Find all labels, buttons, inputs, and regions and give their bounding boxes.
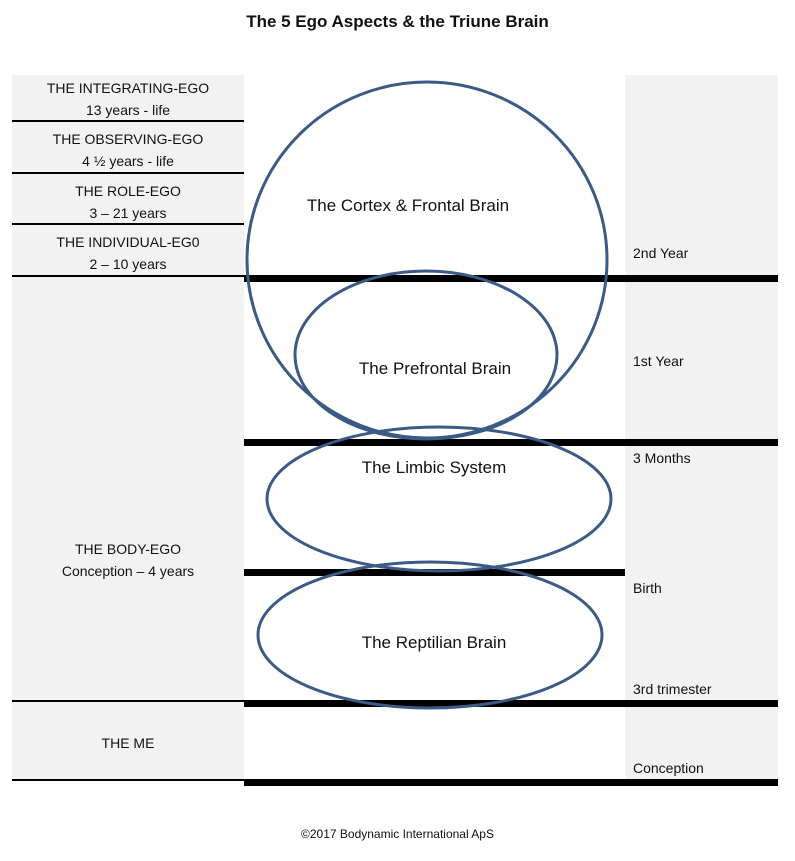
ego-age: 13 years - life [85,102,171,118]
ego-name: THE ME [101,735,155,751]
divider [12,172,244,174]
divider [12,275,244,277]
ego-me: THE ME [12,732,244,754]
divider [12,223,244,225]
ego-name: THE ROLE-EGO [75,183,181,199]
ego-age: Conception – 4 years [61,563,195,579]
cortex-ellipse [245,80,609,440]
ego-individual: THE INDIVIDUAL-EG0 2 – 10 years [12,231,244,275]
divider [12,779,244,781]
timeline-column [625,75,778,781]
ego-body: THE BODY-EGO Conception – 4 years [12,538,244,582]
ego-name: THE OBSERVING-EGO [52,131,204,147]
limbic-label: The Limbic System [361,458,507,477]
reptilian-label: The Reptilian Brain [361,633,507,652]
ego-age: 4 ½ years - life [82,153,174,169]
ego-name: THE INDIVIDUAL-EG0 [56,234,200,250]
timeline-birth: Birth [633,580,662,596]
cortex-label: The Cortex & Frontal Brain [306,196,510,215]
ego-name: THE INTEGRATING-EGO [46,80,210,96]
ego-integrating: THE INTEGRATING-EGO 13 years - life [12,77,244,121]
timeline-3-months: 3 Months [633,450,691,466]
boundary-line-3-months [244,439,778,446]
timeline-conception: Conception [633,760,704,776]
limbic-ellipse [265,425,613,573]
diagram-title: The 5 Ego Aspects & the Triune Brain [246,12,549,31]
ego-role: THE ROLE-EGO 3 – 21 years [12,180,244,224]
boundary-line-birth [244,569,625,576]
boundary-line-2nd-year [244,275,778,282]
prefrontal-ellipse [293,269,559,441]
ego-observing: THE OBSERVING-EGO 4 ½ years - life [12,128,244,172]
ego-age: 2 – 10 years [89,256,167,272]
divider [12,700,244,702]
boundary-line-conception [244,779,778,786]
ego-age: 3 – 21 years [89,205,167,221]
divider [12,120,244,122]
copyright-text: ©2017 Bodynamic International ApS [301,827,494,841]
timeline-2nd-year: 2nd Year [633,245,689,261]
timeline-1st-year: 1st Year [633,353,684,369]
timeline-3rd-trimester: 3rd trimester [633,681,712,697]
prefrontal-label: The Prefrontal Brain [358,359,512,378]
reptilian-ellipse [256,560,604,710]
ego-aspects-column [12,75,244,781]
boundary-line-3rd-trimester [244,700,778,707]
ego-name: THE BODY-EGO [74,541,182,557]
